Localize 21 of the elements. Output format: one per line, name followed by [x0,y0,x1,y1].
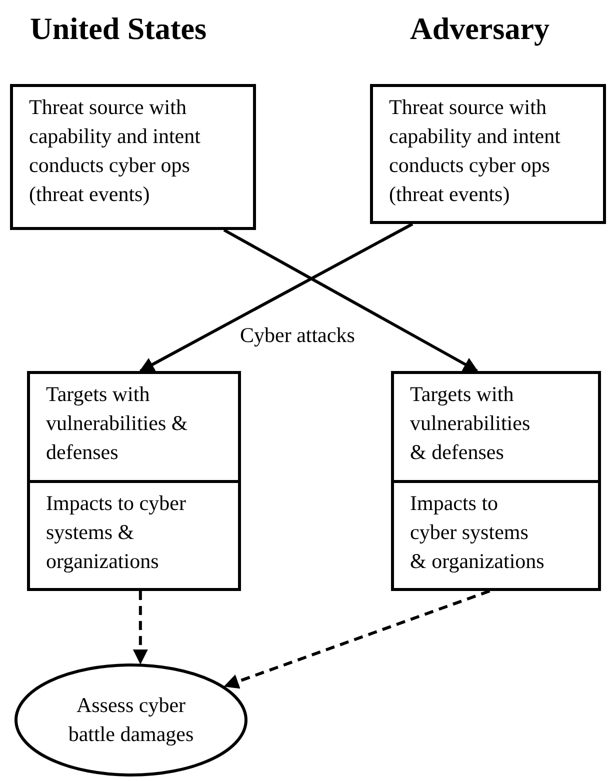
process-box [27,480,241,591]
annotation-text: Cyber attacks [240,322,355,349]
node-text: Targets with vulnerabilities & defenses [410,381,532,466]
process-box [391,371,601,483]
node-text: Targets with vulnerabilities & defenses [46,381,188,466]
arrow [139,222,414,372]
dashed-arrow [132,591,148,664]
node-text: Impacts to cyber systems & organizations [410,490,546,575]
column-heading: Adversary [410,10,550,48]
node-text: Impacts to cyber systems & organizations [46,490,187,575]
process-box [27,371,241,483]
node-text: Assess cyber battle damages [67,692,195,748]
process-box [370,84,606,224]
process-box [391,480,601,591]
column-heading: United States [30,10,207,48]
ellipse-node [14,663,248,777]
dashed-arrow [224,590,490,689]
process-box [10,84,256,230]
node-text: Threat source with capability and intent conducts cyber ops (threat events) [389,94,562,208]
arrow [223,228,478,372]
node-text: Threat source with capability and intent conducts cyber ops (threat events) [29,94,202,208]
